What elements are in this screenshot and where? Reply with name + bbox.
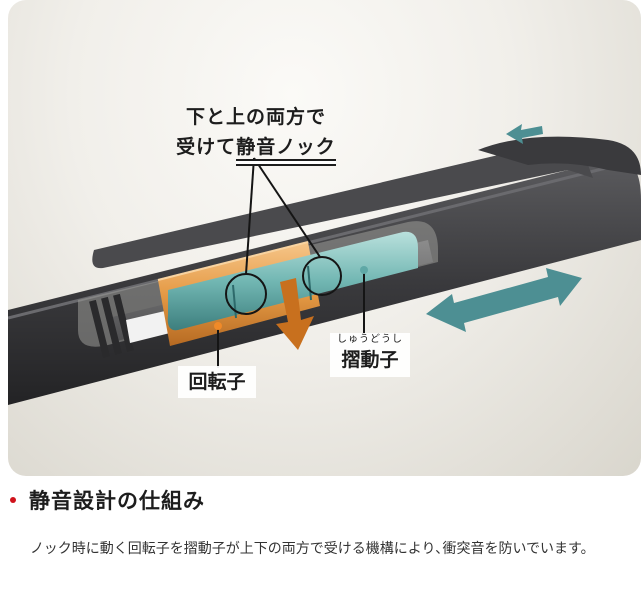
callout-line-1: 下と上の両方で (185, 106, 326, 128)
section-heading: 静音設計の仕組み (8, 484, 205, 516)
rotor-label: 回転子 (178, 366, 256, 398)
section-description: ノック時に動く回転子を摺動子が上下の両方で受ける機構により､衝突音を防いでいます… (30, 541, 595, 557)
pen-cutaway-drawing (8, 124, 641, 405)
bullet-icon (10, 497, 16, 503)
slide-arrow-double (426, 268, 582, 332)
rotation-arrow (276, 278, 314, 350)
mechanism-illustration: 下と上の両方で 受けて静音ノック 回転子 しゅうどうし 摺動子 (8, 0, 641, 476)
slider-label-text: 摺動子 (341, 349, 399, 371)
slide-arrow-small (506, 124, 543, 144)
callout-text: 下と上の両方で 受けて静音ノック (156, 102, 356, 162)
section-title: 静音設計の仕組み (29, 489, 205, 513)
callout-line-2-prefix: 受けて (176, 136, 237, 158)
slider-label-ruby: しゅうどうし (337, 334, 403, 345)
callout-line-2-emphasis: 静音ノック (236, 136, 336, 161)
slider-label: しゅうどうし 摺動子 (330, 333, 410, 377)
callout-line-2: 受けて静音ノック (156, 132, 356, 162)
pen-clip (92, 136, 641, 269)
contact-point-upper (302, 256, 342, 296)
